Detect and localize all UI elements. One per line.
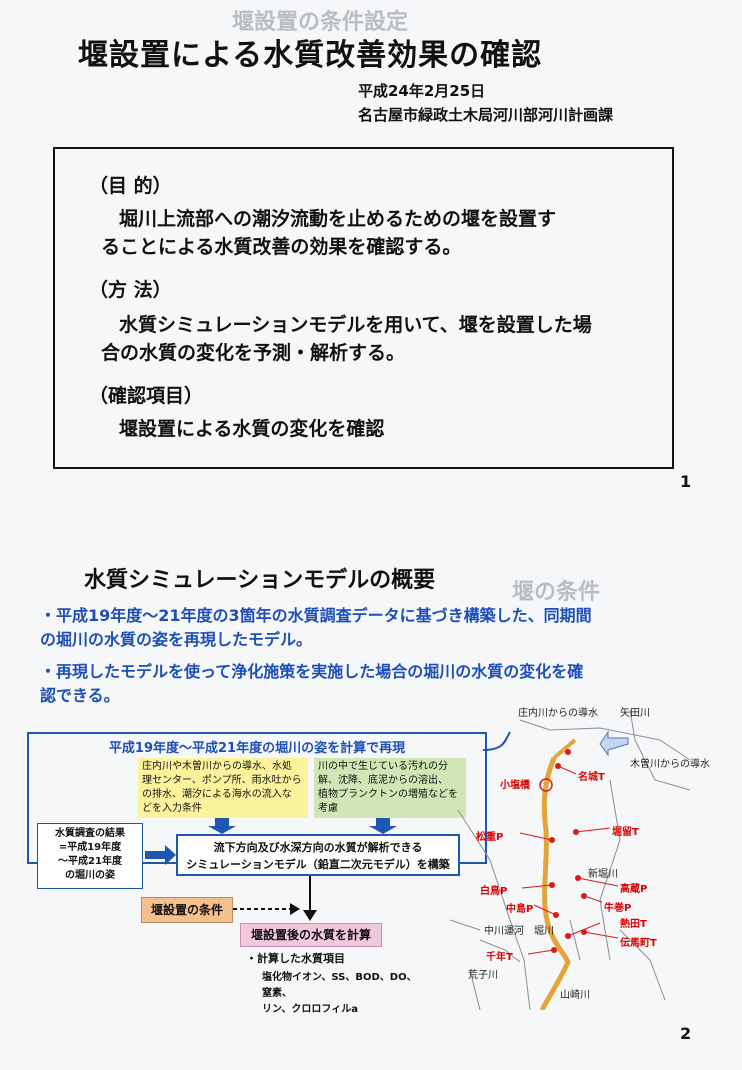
calc-items-heading: ・計算した水質項目 [246, 952, 345, 965]
page1-content-box: （目 的） 堀川上流部への潮汐流動を止めるための堰を設置す ることによる水質改善… [53, 147, 674, 469]
arrow-down-model-icon [303, 910, 317, 921]
result-box: 堰設置後の水質を計算 [240, 923, 382, 947]
page1-title: 堰設置による水質改善効果の確認 [78, 38, 543, 73]
map-label-ushimaki: 牛巻P [604, 903, 632, 914]
map-label-nakagawa-canal: 中川運河 [484, 926, 524, 937]
map-label-yada-river: 矢田川 [620, 708, 650, 719]
inflow-arrow-icon [599, 730, 629, 757]
calc-items-line-2: リン、クロロフィルa [262, 1004, 358, 1015]
bullet-2-line-2: 認できる。 [40, 686, 120, 705]
arrow-down-input-icon [208, 826, 236, 834]
frame-connector-line [482, 731, 511, 751]
model-line-2: シミュレーションモデル（鉛直二次元モデル）を構築 [186, 858, 450, 871]
page1-number: 1 [680, 472, 692, 491]
facility-dots [549, 749, 587, 953]
method-line-2: 合の水質の変化を予測・解析する。 [101, 342, 406, 364]
map-label-shinhorikawa: 新堀川 [588, 869, 618, 880]
arrow-right-survey-shaft [145, 851, 165, 859]
process-line-1: 川の中で生じている汚れの分 [318, 761, 448, 772]
map-label-atsuta: 熱田T [620, 919, 647, 930]
map-label-meijo: 名城T [578, 772, 605, 783]
map-label-koshiobashi: 小塩橋 [500, 780, 530, 791]
horikawa-river-line [539, 757, 571, 1010]
arrow-down-process-icon [369, 826, 397, 834]
survey-line-2: =平成19年度 [58, 842, 122, 853]
input-line-4: どを入力条件 [142, 803, 202, 814]
page1-department: 名古屋市緑政土木局河川部河川計画課 [358, 106, 614, 124]
map-label-shiratori: 白鳥P [480, 886, 508, 897]
map-label-sennen: 千年T [486, 952, 513, 963]
map-label-yamazaki-river: 山崎川 [560, 990, 590, 1001]
process-line-2: 解、沈降、底泥からの溶出、 [318, 775, 448, 786]
purpose-line-1: 堀川上流部への潮汐流動を止めるための堰を設置す [119, 208, 557, 230]
bullet-1-line-1: ・平成19年度～21年度の3箇年の水質調査データに基づき構築した、同期間 [40, 606, 592, 625]
check-line: 堰設置による水質の変化を確認 [119, 418, 385, 440]
survey-line-4: の堀川の姿 [65, 870, 115, 881]
survey-results-box: 水質調査の結果 =平成19年度 ～平成21年度 の堀川の姿 [37, 823, 143, 889]
calc-items-list: 塩化物イオン、SS、BOD、DO、窒素、 リン、クロロフィルa [262, 970, 422, 1018]
horikawa-map [450, 709, 691, 1010]
calc-items-line-1: 塩化物イオン、SS、BOD、DO、窒素、 [262, 972, 417, 999]
check-heading: （確認項目） [89, 385, 204, 407]
model-build-box: 流下方向及び水深方向の水質が解析できる シミュレーションモデル（鉛直二次元モデル… [176, 834, 460, 876]
arrow-condition-icon [290, 903, 300, 915]
river-processes-box: 川の中で生じている汚れの分 解、沈降、底泥からの溶出、 植物プランクトンの増殖な… [314, 758, 466, 818]
map-label-tenmacho: 伝馬町T [620, 938, 657, 949]
arrow-down-process-shaft [376, 818, 390, 826]
map-base-lines [450, 709, 691, 1010]
input-conditions-box: 庄内川や木曽川からの導水、水処 理センター、ポンプ所、雨水吐から の排水、潮汐に… [138, 758, 308, 818]
ghost-heading-p1: 堰設置の条件設定 [232, 10, 409, 35]
map-label-takakura: 高蔵P [620, 884, 648, 895]
arrow-down-input-shaft [215, 818, 229, 826]
survey-line-1: 水質調査の結果 [55, 828, 125, 839]
method-heading: （方 法） [89, 279, 172, 301]
process-line-3: 植物プランクトンの増殖などを [318, 789, 458, 800]
flow-header: 平成19年度～平成21年度の堀川の姿を計算で再現 [108, 741, 406, 756]
map-label-shonai-inflow: 庄内川からの導水 [518, 708, 598, 719]
arrow-right-survey-icon [165, 845, 176, 865]
map-label-horikawa: 堀川 [534, 926, 554, 937]
map-label-arako-river: 荒子川 [468, 970, 498, 981]
input-line-3: の排水、潮汐による海水の流入な [142, 789, 292, 800]
survey-line-3: ～平成21年度 [58, 856, 122, 867]
facility-leader-lines [519, 765, 619, 955]
map-label-matsushige: 松重P [476, 832, 504, 843]
process-line-4: 考慮 [318, 803, 338, 814]
map-label-horidome: 堀留T [612, 827, 639, 838]
page1-date: 平成24年2月25日 [358, 82, 486, 100]
input-line-1: 庄内川や木曽川からの導水、水処 [142, 761, 292, 772]
bullet-2-line-1: ・再現したモデルを使って浄化施策を実施した場合の堀川の水質の変化を確 [40, 662, 584, 681]
bullet-1-line-2: の堀川の水質の姿を再現したモデル。 [40, 630, 313, 649]
weir-condition-box: 堰設置の条件 [141, 897, 233, 923]
page2-number: 2 [680, 1024, 692, 1043]
method-line-1: 水質シミュレーションモデルを用いて、堰を設置した場 [119, 314, 592, 336]
river-upper-line [552, 738, 577, 760]
ghost-heading-p2: 堰の条件 [512, 580, 601, 605]
input-line-2: 理センター、ポンプ所、雨水吐から [142, 775, 302, 786]
page2-title: 水質シミュレーションモデルの概要 [84, 568, 436, 593]
weir-location-marker [539, 778, 553, 792]
model-line-1: 流下方向及び水深方向の水質が解析できる [213, 841, 423, 854]
map-label-kiso-inflow: 木曽川からの導水 [630, 759, 710, 770]
map-label-nakajima: 中島P [506, 904, 534, 915]
purpose-heading: （目 的） [89, 175, 172, 197]
purpose-line-2: ることによる水質改善の効果を確認する。 [101, 236, 462, 258]
